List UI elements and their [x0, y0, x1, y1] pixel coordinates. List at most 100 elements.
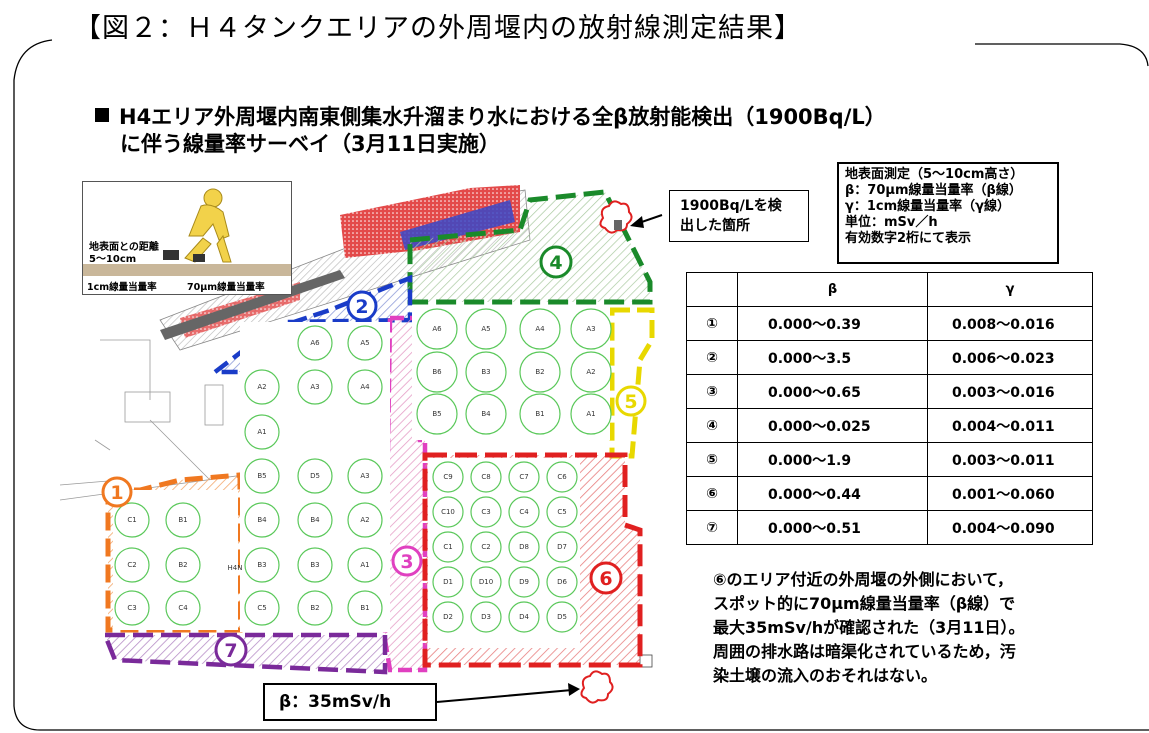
svg-text:7: 7: [224, 640, 237, 662]
table-header-gamma: γ: [927, 272, 1093, 307]
tank-label: C10: [441, 508, 455, 516]
tank-label: C5: [557, 508, 566, 516]
tank-label: A3: [360, 472, 369, 480]
tank-label: C9: [443, 473, 452, 481]
tank-label: C1: [443, 543, 452, 551]
area-4: [407, 189, 653, 305]
gamma-value: 0.003～0.016: [927, 374, 1093, 409]
svg-text:3: 3: [400, 551, 413, 573]
area-marker-3: 3: [391, 545, 423, 577]
detection-location-label: 1900Bq/Lを検 出した箇所: [669, 190, 809, 242]
row-id: ③: [686, 374, 738, 409]
beta-spot-label: β：35mSv/h: [263, 683, 437, 721]
dose-rate-table: β γ ① 0.000～0.39 0.008～0.016 ② 0.000～3.5…: [686, 272, 1093, 545]
page-title: 【図２：Ｈ４タンクエリアの外周堰内の放射線測定結果】: [70, 6, 806, 45]
area-marker-6: 6: [589, 561, 623, 595]
table-header-row: β γ: [686, 272, 1093, 307]
beta-value: 0.000～0.44: [737, 476, 928, 511]
tank-label: B1: [360, 604, 369, 612]
tank-label: A4: [360, 383, 370, 391]
headline-line2: に伴う線量率サーベイ（3月11日実施）: [120, 132, 500, 156]
tank-block-6: [432, 461, 578, 633]
table-row: ④ 0.000～0.025 0.004～0.011: [686, 408, 1093, 443]
table-row: ② 0.000～3.5 0.006～0.023: [686, 340, 1093, 375]
beta-value: 0.000～0.025: [737, 408, 928, 443]
measurement-inset: 地表面との距離 5～10cm 1cm線量当量率 70μm線量当量率: [82, 181, 292, 295]
note-line: 最大35mSv/hが確認された（3月11日）。: [713, 618, 1025, 637]
tank-label: C3: [481, 508, 490, 516]
row-id: ②: [686, 340, 738, 375]
worker-illustration: [83, 188, 291, 276]
tank-label: A4: [535, 325, 545, 333]
detection-spot-icon: [599, 200, 633, 234]
tank-label: C7: [519, 473, 528, 481]
gamma-value: 0.006～0.023: [927, 340, 1093, 375]
beta-value: 0.000～0.65: [737, 374, 928, 409]
tank-label: H4N: [228, 564, 243, 572]
tank-label: A3: [586, 325, 595, 333]
gamma-value: 0.004～0.011: [927, 408, 1093, 443]
tank-label: A6: [310, 339, 320, 347]
tank-block-4: [416, 308, 612, 435]
tank-label: D8: [519, 543, 529, 551]
tank-label: C6: [557, 473, 567, 481]
svg-text:1: 1: [110, 482, 123, 504]
legend-line: 地表面測定（5～10cm高さ）: [845, 167, 1024, 182]
beta-value: 0.000～3.5: [737, 340, 928, 375]
label-70um: 70μm線量当量率: [187, 282, 265, 293]
area-5: [609, 307, 655, 459]
tank-label: C4: [178, 604, 188, 612]
tank-label: C8: [481, 473, 490, 481]
svg-text:4: 4: [549, 252, 562, 274]
tank-label: A5: [481, 325, 490, 333]
tank-block-west: [114, 325, 383, 626]
tank-label: A1: [586, 410, 595, 418]
tank-label: B3: [257, 561, 266, 569]
tank-label: B2: [535, 368, 544, 376]
distance-label: 地表面との距離 5～10cm: [89, 242, 159, 265]
tank-label: D5: [557, 613, 567, 621]
svg-text:2: 2: [355, 296, 368, 318]
gamma-value: 0.004～0.090: [927, 510, 1093, 545]
row-id: ⑥: [686, 476, 738, 511]
tank-label: B4: [257, 516, 267, 524]
tank-label: B5: [257, 472, 266, 480]
area-marker-7: 7: [214, 633, 248, 667]
tank-label: B5: [432, 410, 441, 418]
tank-label: A3: [310, 383, 319, 391]
tank-label: B4: [481, 410, 491, 418]
tank-label: D7: [557, 543, 567, 551]
bullet-square-icon: [95, 108, 109, 122]
svg-text:6: 6: [599, 568, 612, 590]
area-marker-5: 5: [615, 385, 647, 417]
area6-note: ⑥のエリア付近の外周堰の外側において， スポット的に70μm線量当量率（β線）で…: [713, 568, 1025, 688]
legend-line: β：70μm線量当量率（β線）: [845, 183, 1022, 198]
area-marker-4: 4: [539, 245, 573, 279]
tank-label: B2: [178, 561, 187, 569]
tank-label: A6: [432, 325, 442, 333]
tank-label: B3: [481, 368, 490, 376]
measurement-legend: 地表面測定（5～10cm高さ） β：70μm線量当量率（β線） γ：1cm線量当…: [837, 162, 1059, 264]
tank-label: C1: [127, 516, 136, 524]
table-header-beta: β: [737, 272, 928, 307]
row-id: ⑤: [686, 442, 738, 477]
gamma-value: 0.003～0.011: [927, 442, 1093, 477]
table-row: ① 0.000～0.39 0.008～0.016: [686, 306, 1093, 341]
tank-label: B4: [310, 516, 320, 524]
note-line: ⑥のエリア付近の外周堰の外側において，: [713, 570, 1013, 589]
tank-label: D5: [310, 472, 320, 480]
gamma-value: 0.001～0.060: [927, 476, 1093, 511]
tank-label: C2: [127, 561, 136, 569]
tank-label: C4: [519, 508, 529, 516]
beta-value: 0.000～0.51: [737, 510, 928, 545]
note-line: 周囲の排水路は暗渠化されているため，汚: [713, 642, 1016, 661]
beta-arrow: [436, 683, 580, 703]
tank-label: B3: [310, 561, 319, 569]
area-marker-1: 1: [101, 476, 133, 508]
beta-value: 0.000～1.9: [737, 442, 928, 477]
tank-label: A2: [257, 383, 266, 391]
tank-label: A5: [360, 339, 369, 347]
tank-label: B2: [310, 604, 319, 612]
